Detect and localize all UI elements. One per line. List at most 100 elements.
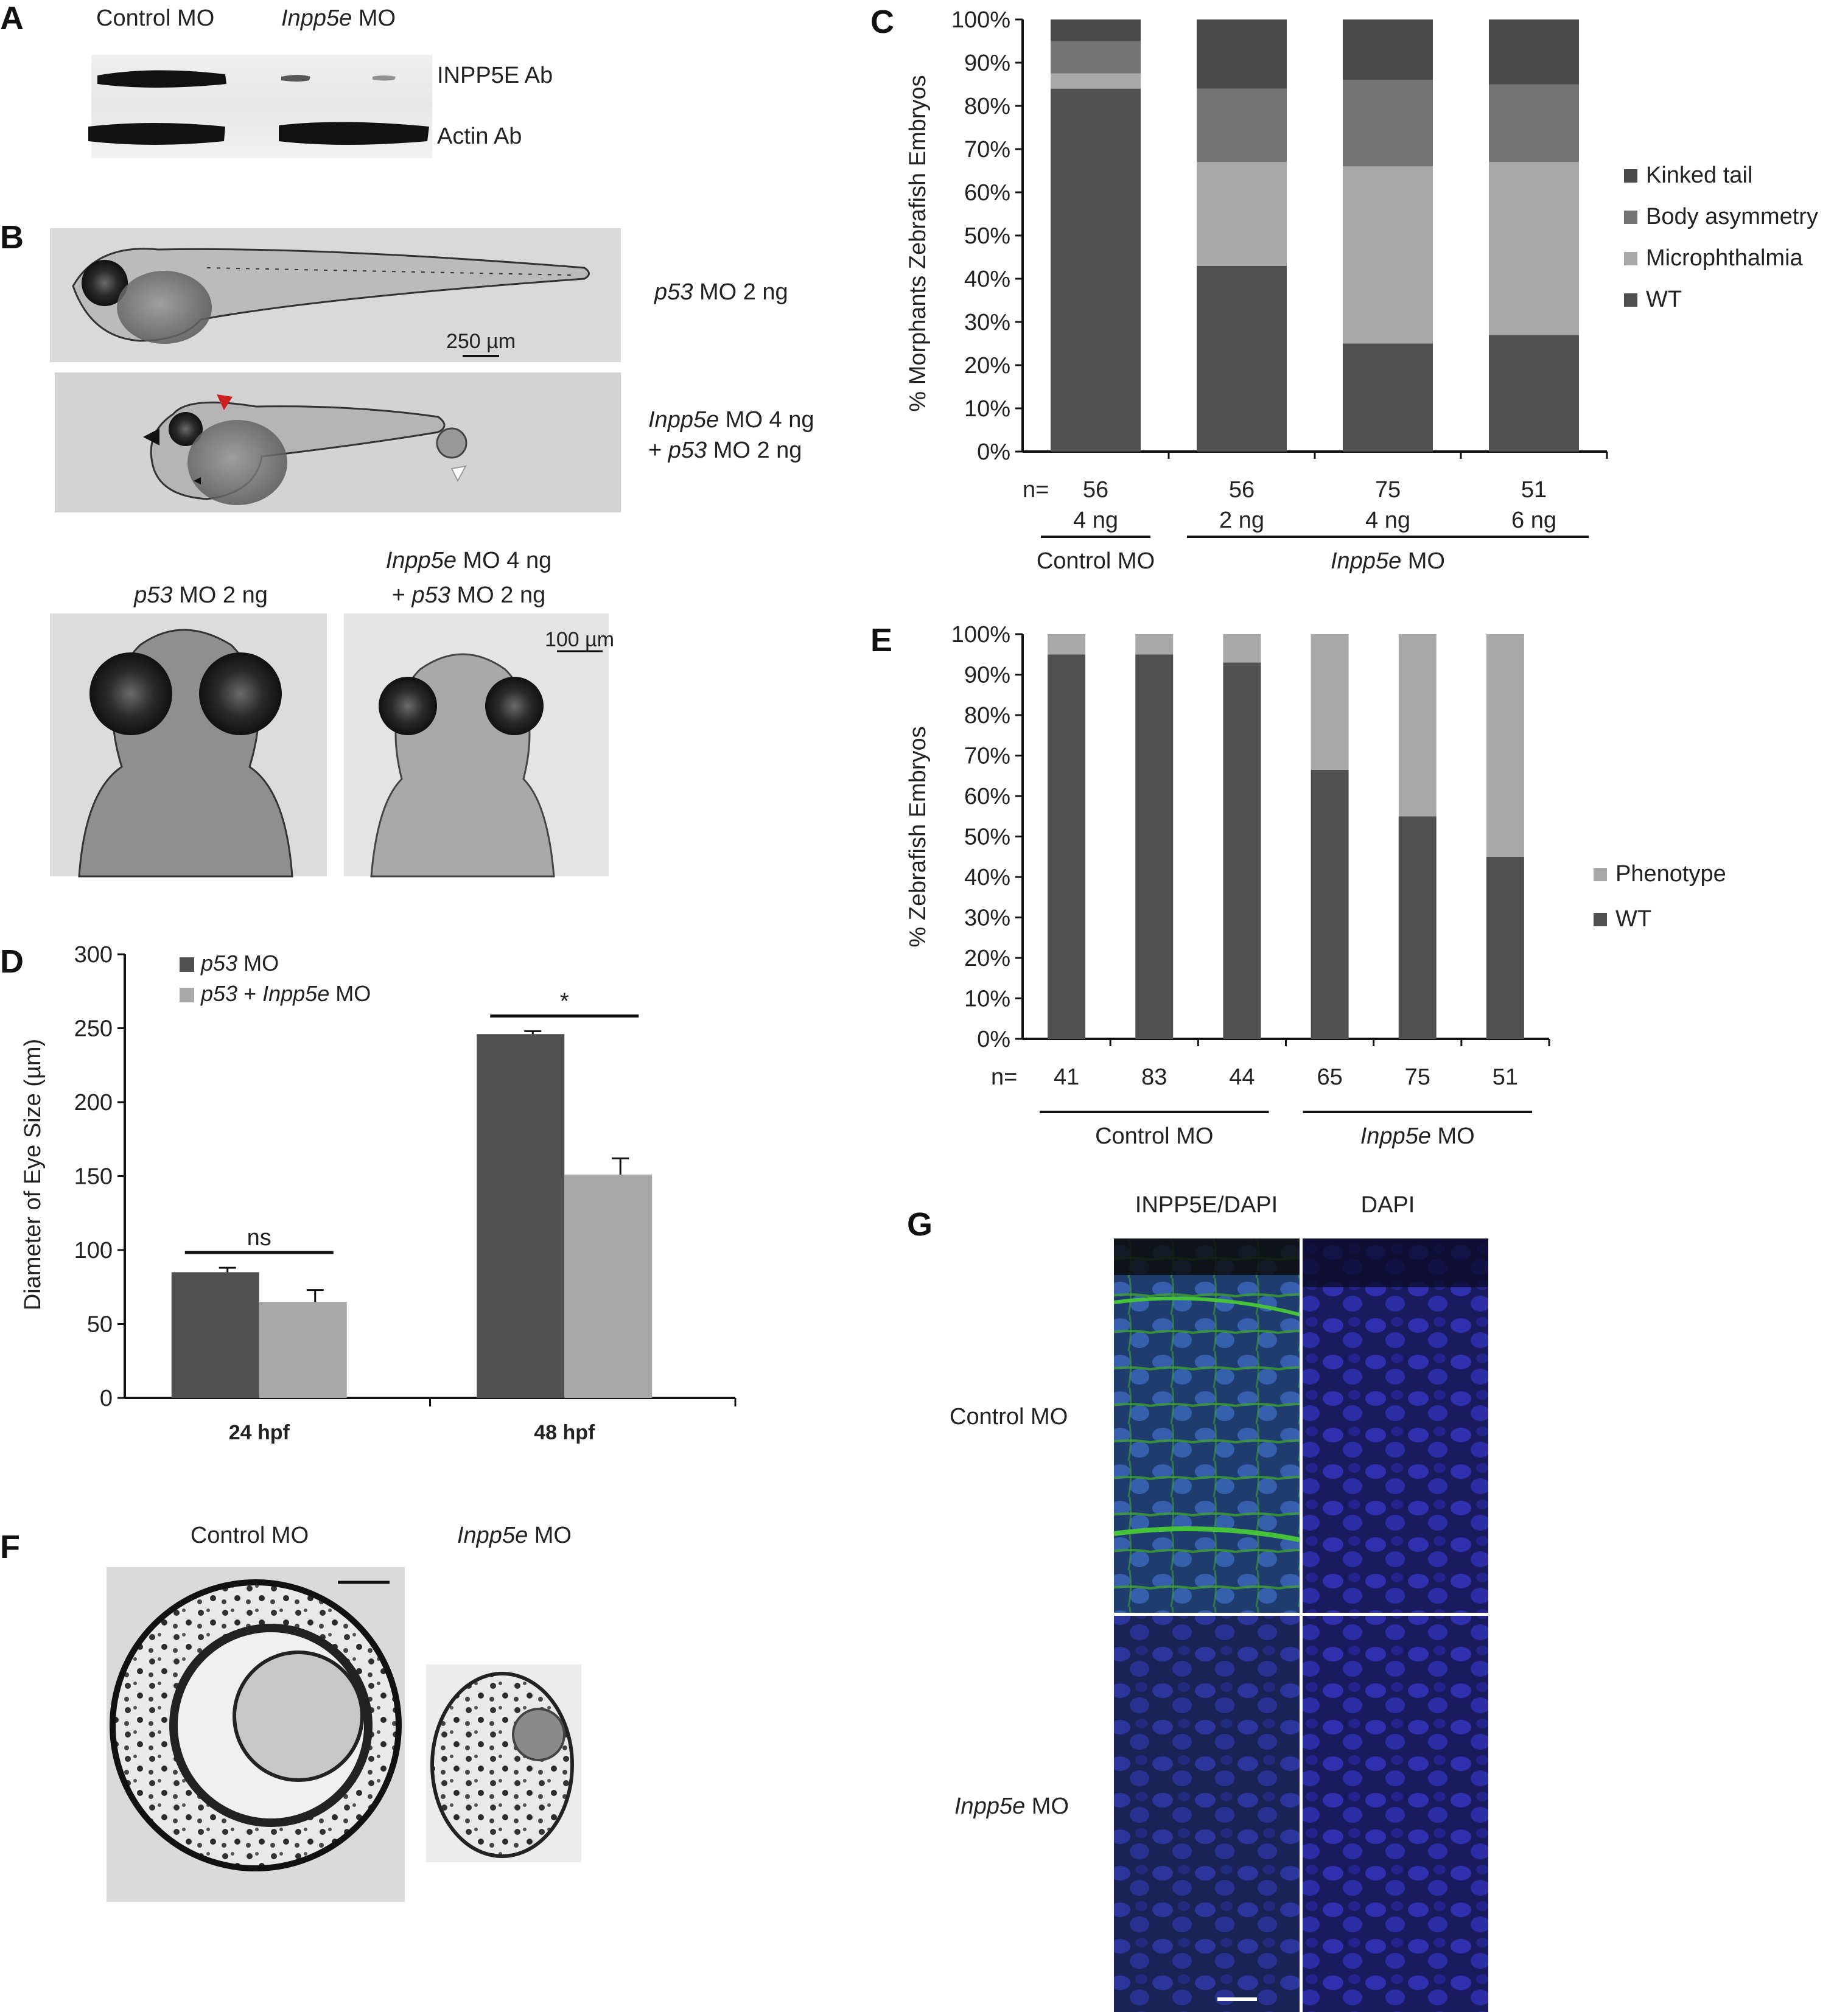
x-label-dose: 4 ng bbox=[1073, 508, 1118, 533]
x-label-n: 65 bbox=[1317, 1064, 1342, 1090]
if-image-control-dapi bbox=[1303, 1238, 1488, 1613]
panel-label-d: D bbox=[0, 943, 24, 980]
bar-segment bbox=[1489, 19, 1579, 85]
legend-swatch bbox=[180, 988, 194, 1002]
y-tick-label: 150 bbox=[74, 1164, 113, 1190]
y-tick-label: 70% bbox=[964, 744, 1010, 769]
legend-label: Phenotype bbox=[1615, 861, 1726, 887]
y-tick-label: 80% bbox=[964, 94, 1010, 119]
x-label-dose: 6 ng bbox=[1511, 508, 1556, 533]
y-tick-label: 40% bbox=[964, 267, 1010, 292]
y-tick-label: 20% bbox=[964, 353, 1010, 379]
scale-bar-bottom-label: 100 µm bbox=[545, 628, 614, 651]
panel-g: G INPP5E/DAPI DAPI Control MO Inpp5e MO bbox=[907, 1192, 1488, 2012]
bar-segment bbox=[1051, 88, 1141, 452]
bar-segment bbox=[1343, 80, 1433, 167]
head-eye-left-control bbox=[89, 652, 172, 735]
bar-segment bbox=[1489, 162, 1579, 335]
caption-b-top-control: p53 MO 2 ng bbox=[654, 279, 788, 305]
n-label: n= bbox=[991, 1064, 1017, 1090]
y-tick-label: 0% bbox=[977, 1027, 1010, 1052]
y-tick-label: 100% bbox=[951, 622, 1010, 648]
bar bbox=[171, 1272, 259, 1398]
bar-segment bbox=[1486, 634, 1524, 857]
chart-e: E % Zebrafish Embryos 0%10%20%30%40%50%6… bbox=[870, 622, 1726, 1149]
band-label-inpp5e: INPP5E Ab bbox=[437, 63, 553, 88]
y-tick-label: 50% bbox=[964, 223, 1010, 249]
bar-segment bbox=[1311, 769, 1349, 1039]
bar-segment bbox=[1489, 335, 1579, 452]
x-tick-label: 24 hpf bbox=[229, 1421, 290, 1444]
group-label: Control MO bbox=[1095, 1123, 1213, 1149]
bar-segment bbox=[1343, 19, 1433, 80]
caption-b-top-morphant-line1: Inpp5e MO 4 ng bbox=[648, 407, 814, 433]
chart-e-axes: 0%10%20%30%40%50%60%70%80%90%100% bbox=[951, 622, 1550, 1052]
chart-e-bars bbox=[1048, 634, 1524, 1039]
blot-band-inpp5e-control bbox=[97, 70, 226, 88]
column-label-dapi: DAPI bbox=[1361, 1192, 1415, 1218]
y-tick-label: 0% bbox=[977, 439, 1010, 465]
blot-band-actin-control bbox=[88, 123, 225, 145]
y-tick-label: 200 bbox=[74, 1090, 113, 1116]
arrowhead-red-icon bbox=[217, 394, 233, 410]
y-tick-label: 10% bbox=[964, 396, 1010, 422]
bar-segment bbox=[1197, 19, 1287, 89]
bar-segment bbox=[1343, 343, 1433, 452]
legend-swatch bbox=[180, 957, 194, 972]
bar-segment bbox=[1197, 162, 1287, 266]
bar bbox=[477, 1034, 565, 1398]
x-label-dose: 2 ng bbox=[1219, 508, 1264, 533]
lane-label-control: Control MO bbox=[96, 5, 214, 31]
x-label-n: 75 bbox=[1375, 477, 1401, 503]
blot-band-actin-inpp5e bbox=[279, 122, 429, 145]
band-label-actin: Actin Ab bbox=[437, 124, 522, 149]
panel-label-g: G bbox=[907, 1206, 933, 1243]
legend-label: p53 MO bbox=[200, 951, 279, 976]
bar-segment bbox=[1486, 856, 1524, 1039]
legend-swatch bbox=[1624, 211, 1637, 224]
y-tick-label: 40% bbox=[964, 865, 1010, 890]
head-eye-right-morphant bbox=[485, 677, 544, 735]
embryo-eye-control bbox=[82, 260, 128, 306]
eye-section-control-lens bbox=[233, 1650, 364, 1782]
y-tick-label: 60% bbox=[964, 180, 1010, 206]
group-label: Inpp5e MO bbox=[1360, 1123, 1475, 1149]
head-eye-left-morphant bbox=[379, 677, 437, 735]
chart-c-axes: 0%10%20%30%40%50%60%70%80%90%100% bbox=[951, 7, 1608, 465]
y-tick-label: 60% bbox=[964, 784, 1010, 809]
chart-d: D Diameter of Eye Size (µm) 050100150200… bbox=[0, 942, 737, 1444]
embryo-kinked-tail bbox=[436, 427, 467, 459]
n-label: n= bbox=[1023, 477, 1049, 503]
group-label: Inpp5e MO bbox=[1331, 548, 1445, 574]
if-image-inpp5e-merge bbox=[1114, 1616, 1300, 2012]
bar-segment bbox=[1398, 634, 1437, 817]
chart-c-bars bbox=[1051, 19, 1579, 452]
if-image-inpp5e-dapi bbox=[1303, 1616, 1488, 2012]
eye-section-inpp5e-lens bbox=[512, 1708, 565, 1761]
x-label-n: 44 bbox=[1229, 1064, 1255, 1090]
legend-label: WT bbox=[1615, 906, 1651, 932]
panel-label-f: F bbox=[0, 1529, 20, 1565]
y-tick-label: 80% bbox=[964, 703, 1010, 728]
y-tick-label: 100% bbox=[951, 7, 1010, 33]
bar-segment bbox=[1489, 84, 1579, 162]
legend-swatch bbox=[1594, 868, 1607, 881]
panel-f: F Control MO Inpp5e MO bbox=[0, 1523, 581, 1902]
caption-b-bottom-control: p53 MO 2 ng bbox=[133, 582, 268, 608]
x-label-n: 51 bbox=[1493, 1064, 1518, 1090]
bar bbox=[564, 1175, 653, 1398]
panel-b: B 250 µm p53 MO 2 ng Inpp5e MO 4 ng + p5… bbox=[0, 219, 814, 878]
x-label-dose: 4 ng bbox=[1365, 508, 1410, 533]
bar-segment bbox=[1398, 816, 1437, 1039]
blot-band-inpp5e-knockdown bbox=[281, 75, 310, 82]
caption-f-inpp5e: Inpp5e MO bbox=[457, 1523, 572, 1548]
x-tick-label: 48 hpf bbox=[534, 1421, 595, 1444]
panel-label-e: E bbox=[870, 622, 892, 658]
arrowhead-black-icon bbox=[143, 428, 159, 445]
significance-label: ns bbox=[247, 1225, 271, 1251]
bar-segment bbox=[1343, 166, 1433, 344]
x-label-n: 56 bbox=[1083, 477, 1108, 503]
bar-segment bbox=[1051, 73, 1141, 89]
